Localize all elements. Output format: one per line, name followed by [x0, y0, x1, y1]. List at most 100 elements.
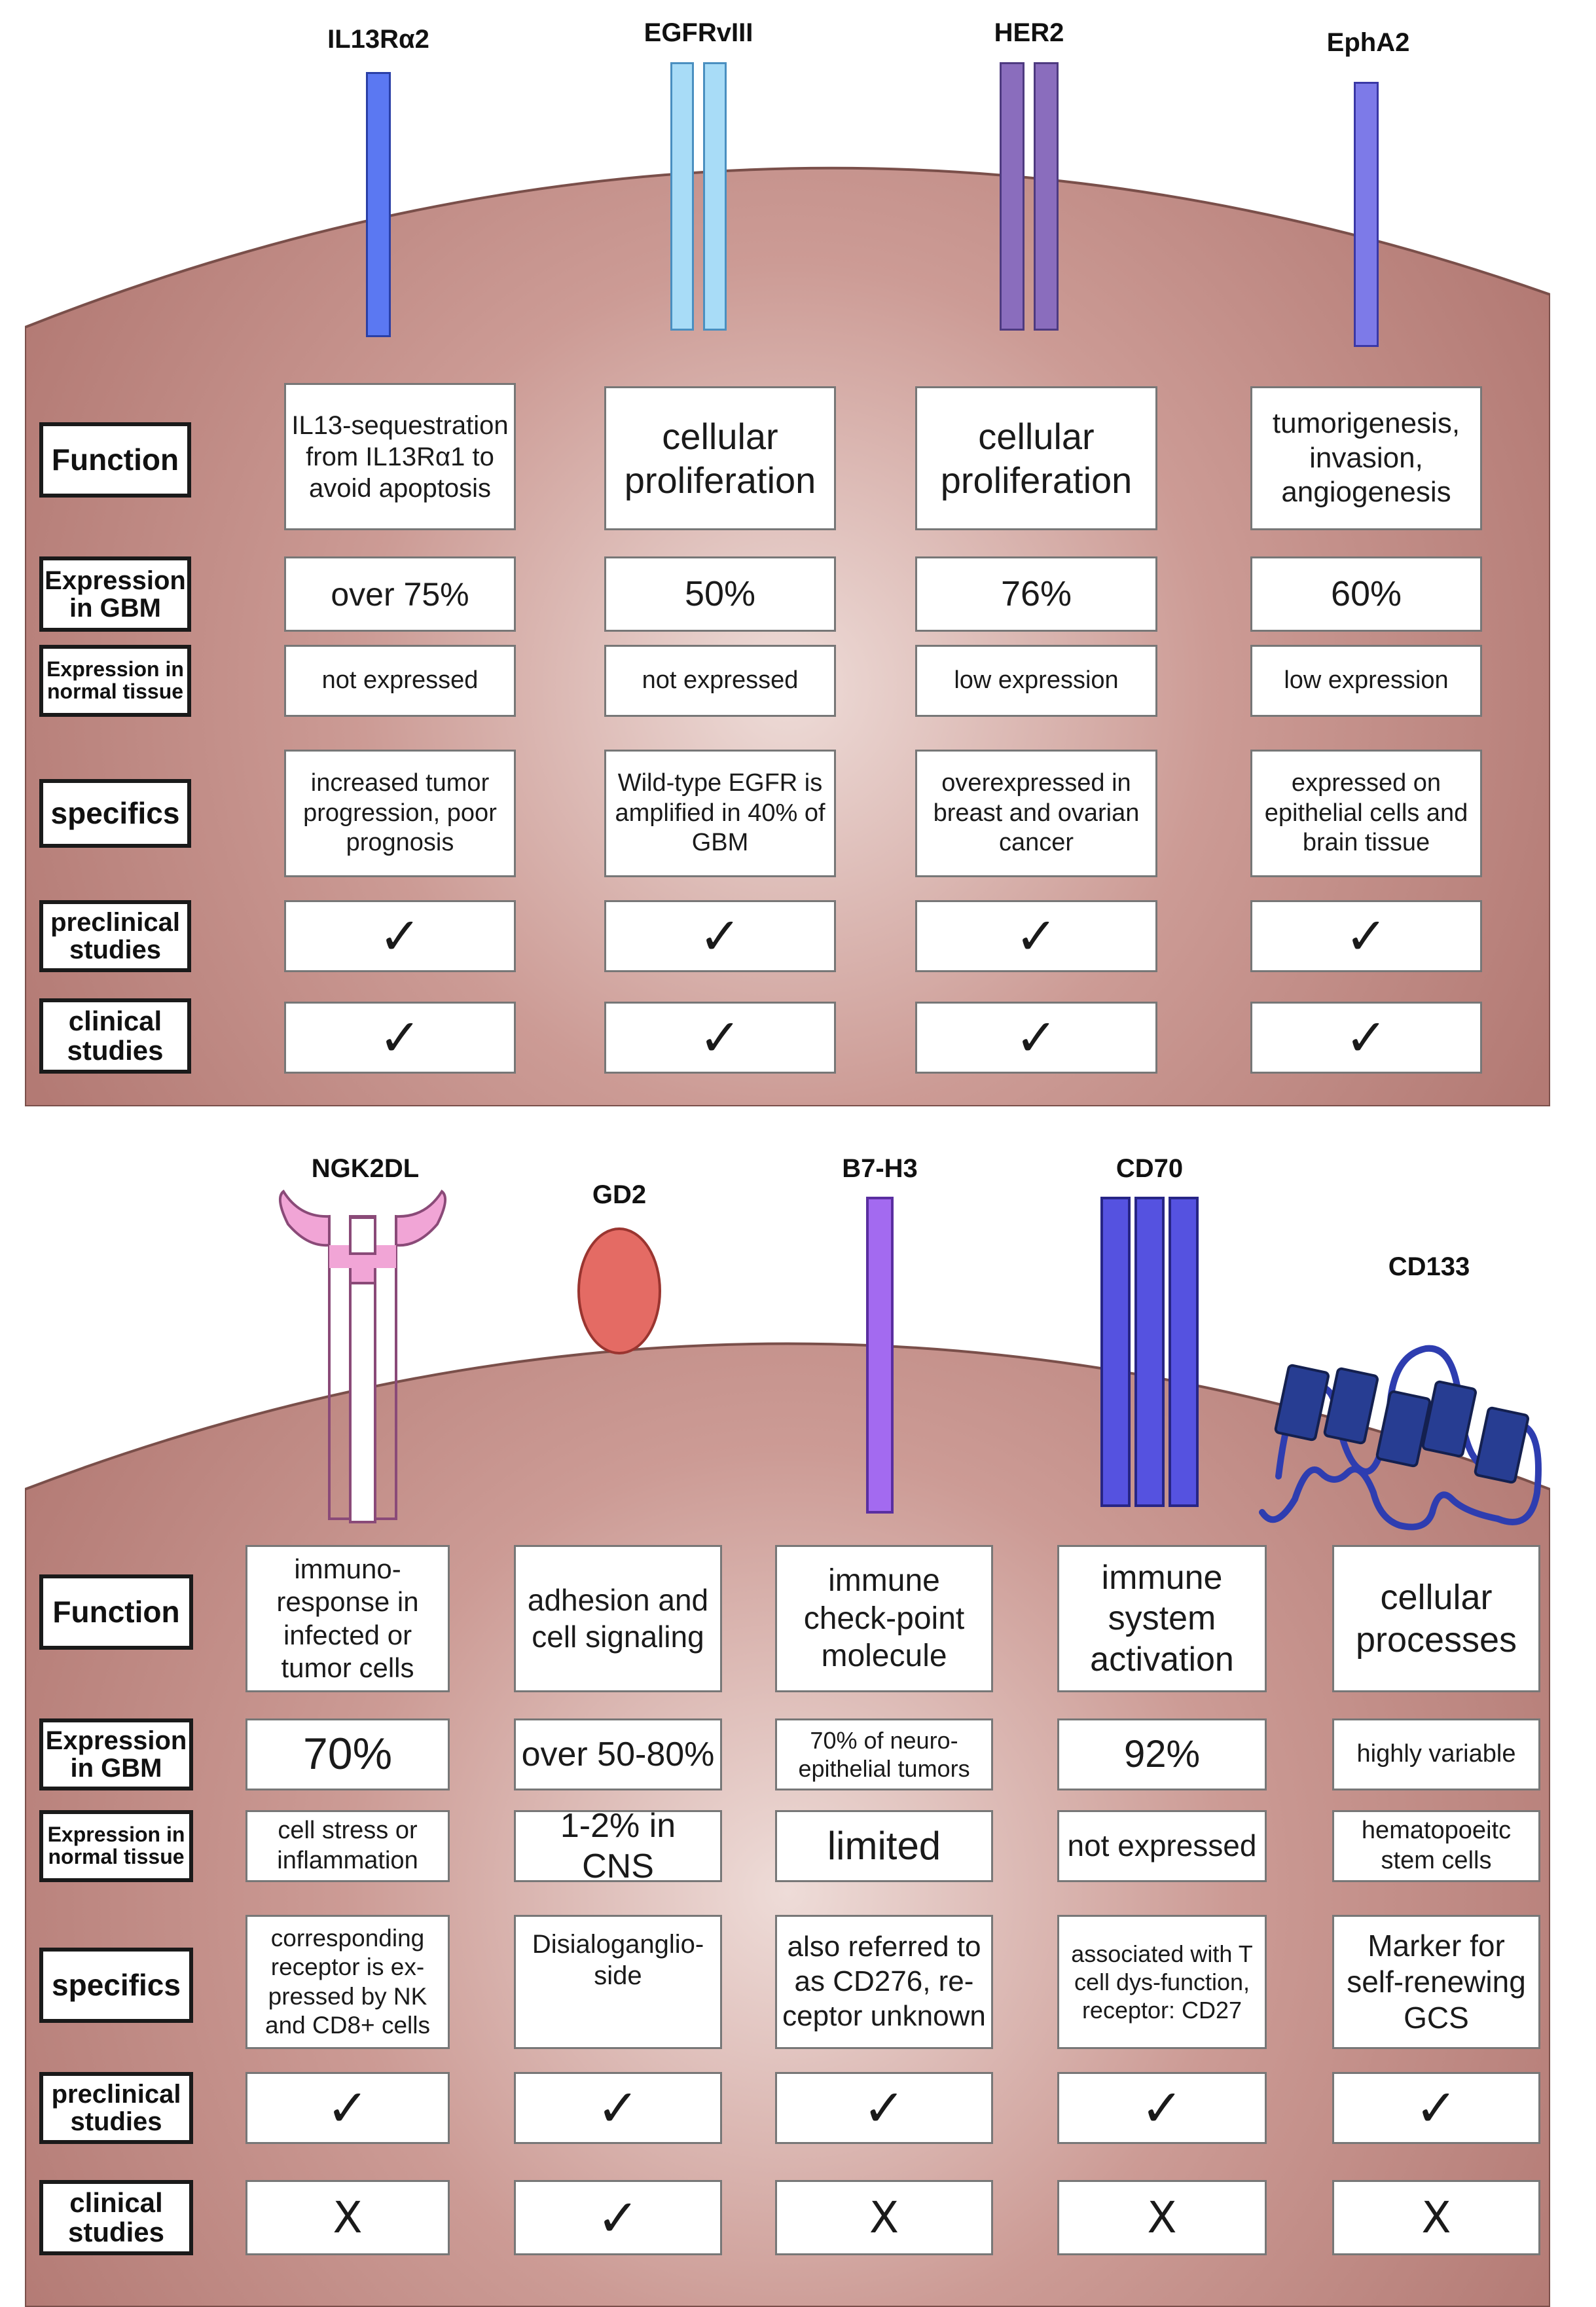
row-label-expression-gbm: Expression in GBM [39, 556, 191, 632]
target-name: NGK2DL [311, 1154, 420, 1183]
target-name: CD133 [1388, 1252, 1470, 1281]
preclinical-cell: ✓ [775, 2072, 993, 2144]
bottom-panel: NGK2DL GD2 B7-H3 CD70 CD133 Function Exp… [25, 1119, 1550, 2307]
expression-gbm-cell: 92% [1057, 1718, 1267, 1790]
expression-normal-cell: not expressed [1057, 1810, 1267, 1882]
specifics-cell: Marker for self-renewing GCS [1332, 1915, 1540, 2049]
row-label-expression-normal: Expression in normal tissue [39, 645, 191, 717]
clinical-cell: ✓ [915, 1002, 1157, 1074]
specifics-cell: also referred to as CD276, re-ceptor unk… [775, 1915, 993, 2049]
expression-normal-cell: not expressed [604, 645, 836, 717]
row-label-specifics: specifics [39, 779, 191, 848]
clinical-cell: X [245, 2180, 450, 2255]
row-label-function: Function [39, 1574, 193, 1650]
check-mark-icon: ✓ [698, 907, 742, 965]
gd2-antigen-shape [577, 1227, 661, 1354]
function-cell: IL13-sequestration from IL13Rα1 to avoid… [284, 383, 516, 530]
function-cell: tumorigenesis, invasion, angiogenesis [1250, 386, 1482, 530]
her2-receptor-right [1034, 62, 1059, 331]
function-cell: immune check-point molecule [775, 1545, 993, 1692]
target-name: HER2 [994, 18, 1064, 47]
preclinical-cell: ✓ [1332, 2072, 1540, 2144]
clinical-cell: X [775, 2180, 993, 2255]
egfrviii-receptor-left [670, 62, 694, 331]
row-label-preclinical: preclinical studies [39, 900, 191, 972]
function-cell: adhesion and cell signaling [514, 1545, 722, 1692]
expression-gbm-cell: 60% [1250, 556, 1482, 632]
il13ra2-receptor [366, 72, 391, 337]
row-label-expression-gbm: Expression in GBM [39, 1718, 193, 1790]
preclinical-cell: ✓ [245, 2072, 450, 2144]
expression-gbm-cell: over 50-80% [514, 1718, 722, 1790]
expression-normal-cell: hematopoeitc stem cells [1332, 1810, 1540, 1882]
target-name: CD70 [1115, 1154, 1184, 1183]
row-label-specifics: specifics [39, 1948, 193, 2023]
top-panel: IL13Rα2 EGFRvIII HER2 EphA2 Function Exp… [25, 0, 1550, 1106]
cd70-receptor-shape [1169, 1197, 1199, 1507]
clinical-cell: ✓ [514, 2180, 722, 2255]
preclinical-cell: ✓ [1057, 2072, 1267, 2144]
function-cell: cellular proliferation [604, 386, 836, 530]
clinical-cell: X [1057, 2180, 1267, 2255]
her2-receptor-left [1000, 62, 1025, 331]
egfrviii-receptor-right [703, 62, 727, 331]
row-label-function: Function [39, 422, 191, 498]
specifics-cell: expressed on epithelial cells and brain … [1250, 750, 1482, 877]
clinical-cell: ✓ [604, 1002, 836, 1074]
function-cell: cellular processes [1332, 1545, 1540, 1692]
clinical-cell: ✓ [1250, 1002, 1482, 1074]
preclinical-cell: ✓ [1250, 900, 1482, 972]
expression-normal-cell: not expressed [284, 645, 516, 717]
function-cell: immuno-response in infected or tumor cel… [245, 1545, 450, 1692]
cd133-receptor-shape [1259, 1345, 1542, 1531]
check-mark-icon: ✓ [378, 907, 422, 965]
cd70-receptor-shape [1100, 1197, 1131, 1507]
check-mark-icon: ✓ [1345, 907, 1388, 965]
preclinical-cell: ✓ [514, 2072, 722, 2144]
check-mark-icon: ✓ [1015, 1009, 1058, 1066]
specifics-cell: increased tumor progression, poor progno… [284, 750, 516, 877]
preclinical-cell: ✓ [915, 900, 1157, 972]
preclinical-cell: ✓ [604, 900, 836, 972]
expression-normal-cell: cell stress or inflammation [245, 1810, 450, 1882]
specifics-cell: overexpressed in breast and ovarian canc… [915, 750, 1157, 877]
expression-gbm-cell: 70% [245, 1718, 450, 1790]
check-mark-icon: ✓ [698, 1009, 742, 1066]
check-mark-icon: ✓ [862, 2079, 906, 2137]
specifics-cell: Wild-type EGFR is amplified in 40% of GB… [604, 750, 836, 877]
check-mark-icon: ✓ [1345, 1009, 1388, 1066]
clinical-cell: ✓ [284, 1002, 516, 1074]
specifics-cell: associated with T cell dys-function, rec… [1057, 1915, 1267, 2049]
target-name: IL13Rα2 [327, 24, 429, 54]
expression-gbm-cell: over 75% [284, 556, 516, 632]
target-name: EphA2 [1326, 27, 1410, 57]
row-label-preclinical: preclinical studies [39, 2072, 193, 2144]
cross-mark-icon: X [1147, 2192, 1177, 2243]
cross-mark-icon: X [869, 2192, 899, 2243]
target-name: GD2 [592, 1180, 647, 1209]
epha2-receptor [1354, 82, 1379, 347]
row-label-clinical: clinical studies [39, 998, 191, 1074]
check-mark-icon: ✓ [1140, 2079, 1184, 2137]
expression-normal-cell: 1-2% in CNS [514, 1807, 722, 1885]
check-mark-icon: ✓ [596, 2079, 640, 2137]
expression-gbm-cell: highly variable [1332, 1718, 1540, 1790]
expression-normal-cell: low expression [1250, 645, 1482, 717]
row-label-clinical: clinical studies [39, 2180, 193, 2255]
expression-normal-cell: low expression [915, 645, 1157, 717]
target-name: EGFRvIII [644, 18, 753, 47]
cross-mark-icon: X [1421, 2192, 1451, 2243]
specifics-cell: Disialoganglio-side [514, 1915, 722, 2049]
preclinical-cell: ✓ [284, 900, 516, 972]
function-cell: cellular proliferation [915, 386, 1157, 530]
row-label-expression-normal: Expression in normal tissue [39, 1810, 193, 1882]
expression-gbm-cell: 50% [604, 556, 836, 632]
target-name: B7-H3 [842, 1154, 918, 1183]
check-mark-icon: ✓ [1015, 907, 1058, 965]
cd70-receptor-shape [1134, 1197, 1165, 1507]
cross-mark-icon: X [333, 2192, 363, 2243]
expression-gbm-cell: 76% [915, 556, 1157, 632]
specifics-cell: corresponding receptor is ex-pressed by … [245, 1915, 450, 2049]
clinical-cell: X [1332, 2180, 1540, 2255]
check-mark-icon: ✓ [596, 2189, 640, 2247]
